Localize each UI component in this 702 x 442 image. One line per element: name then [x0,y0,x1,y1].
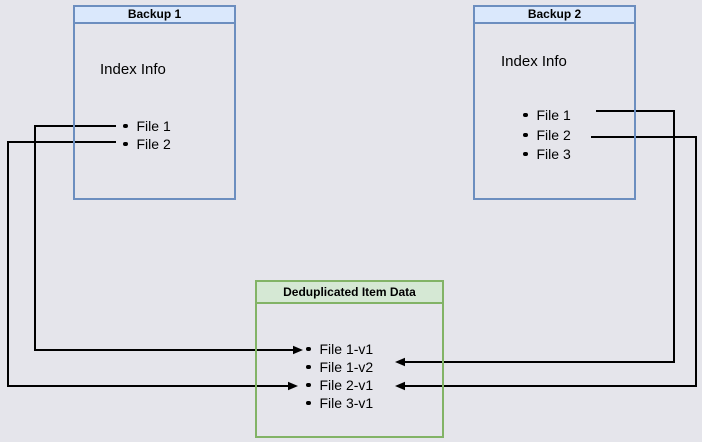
backup2-file-2-label: File 2 [536,127,571,143]
backup2-box: Backup 2 Index Info File 1 File 2 File 3 [473,5,636,200]
dedup-file-1-v1: File 1-v1 [306,340,373,358]
bullet-icon [523,151,528,157]
dedup-file-1-v1-label: File 1-v1 [319,341,374,357]
backup1-file-2: File 2 [123,135,171,153]
dedup-file-3-v1: File 3-v1 [306,394,373,412]
dedup-file-2-v1: File 2-v1 [306,376,373,394]
backup2-file-1-label: File 1 [536,107,571,123]
bullet-icon [523,112,528,118]
backup2-title: Backup 2 [475,7,634,24]
backup1-file-1: File 1 [123,117,171,135]
dedup-file-1-v2-label: File 1-v2 [319,359,374,375]
backup1-index-info-label: Index Info [100,61,166,78]
backup1-file-2-label: File 2 [136,136,171,152]
backup1-title: Backup 1 [75,7,234,24]
backup1-box: Backup 1 Index Info File 1 File 2 [73,5,236,200]
bullet-icon [306,346,311,352]
backup2-file-3: File 3 [523,145,571,163]
bullet-icon [123,123,128,129]
bullet-icon [306,382,311,388]
dedup-title: Deduplicated Item Data [257,282,442,304]
backup2-file-2: File 2 [523,126,571,144]
bullet-icon [123,141,128,147]
bullet-icon [523,132,528,138]
bullet-icon [306,400,311,406]
dedup-box: Deduplicated Item Data File 1-v1 File 1-… [255,280,444,438]
backup1-file-1-label: File 1 [136,118,171,134]
dedup-file-1-v2: File 1-v2 [306,358,373,376]
backup2-file-1: File 1 [523,106,571,124]
dedup-file-3-v1-label: File 3-v1 [319,395,374,411]
bullet-icon [306,364,311,370]
dedup-file-2-v1-label: File 2-v1 [319,377,374,393]
backup2-index-info-label: Index Info [501,53,567,70]
backup2-file-3-label: File 3 [536,146,571,162]
